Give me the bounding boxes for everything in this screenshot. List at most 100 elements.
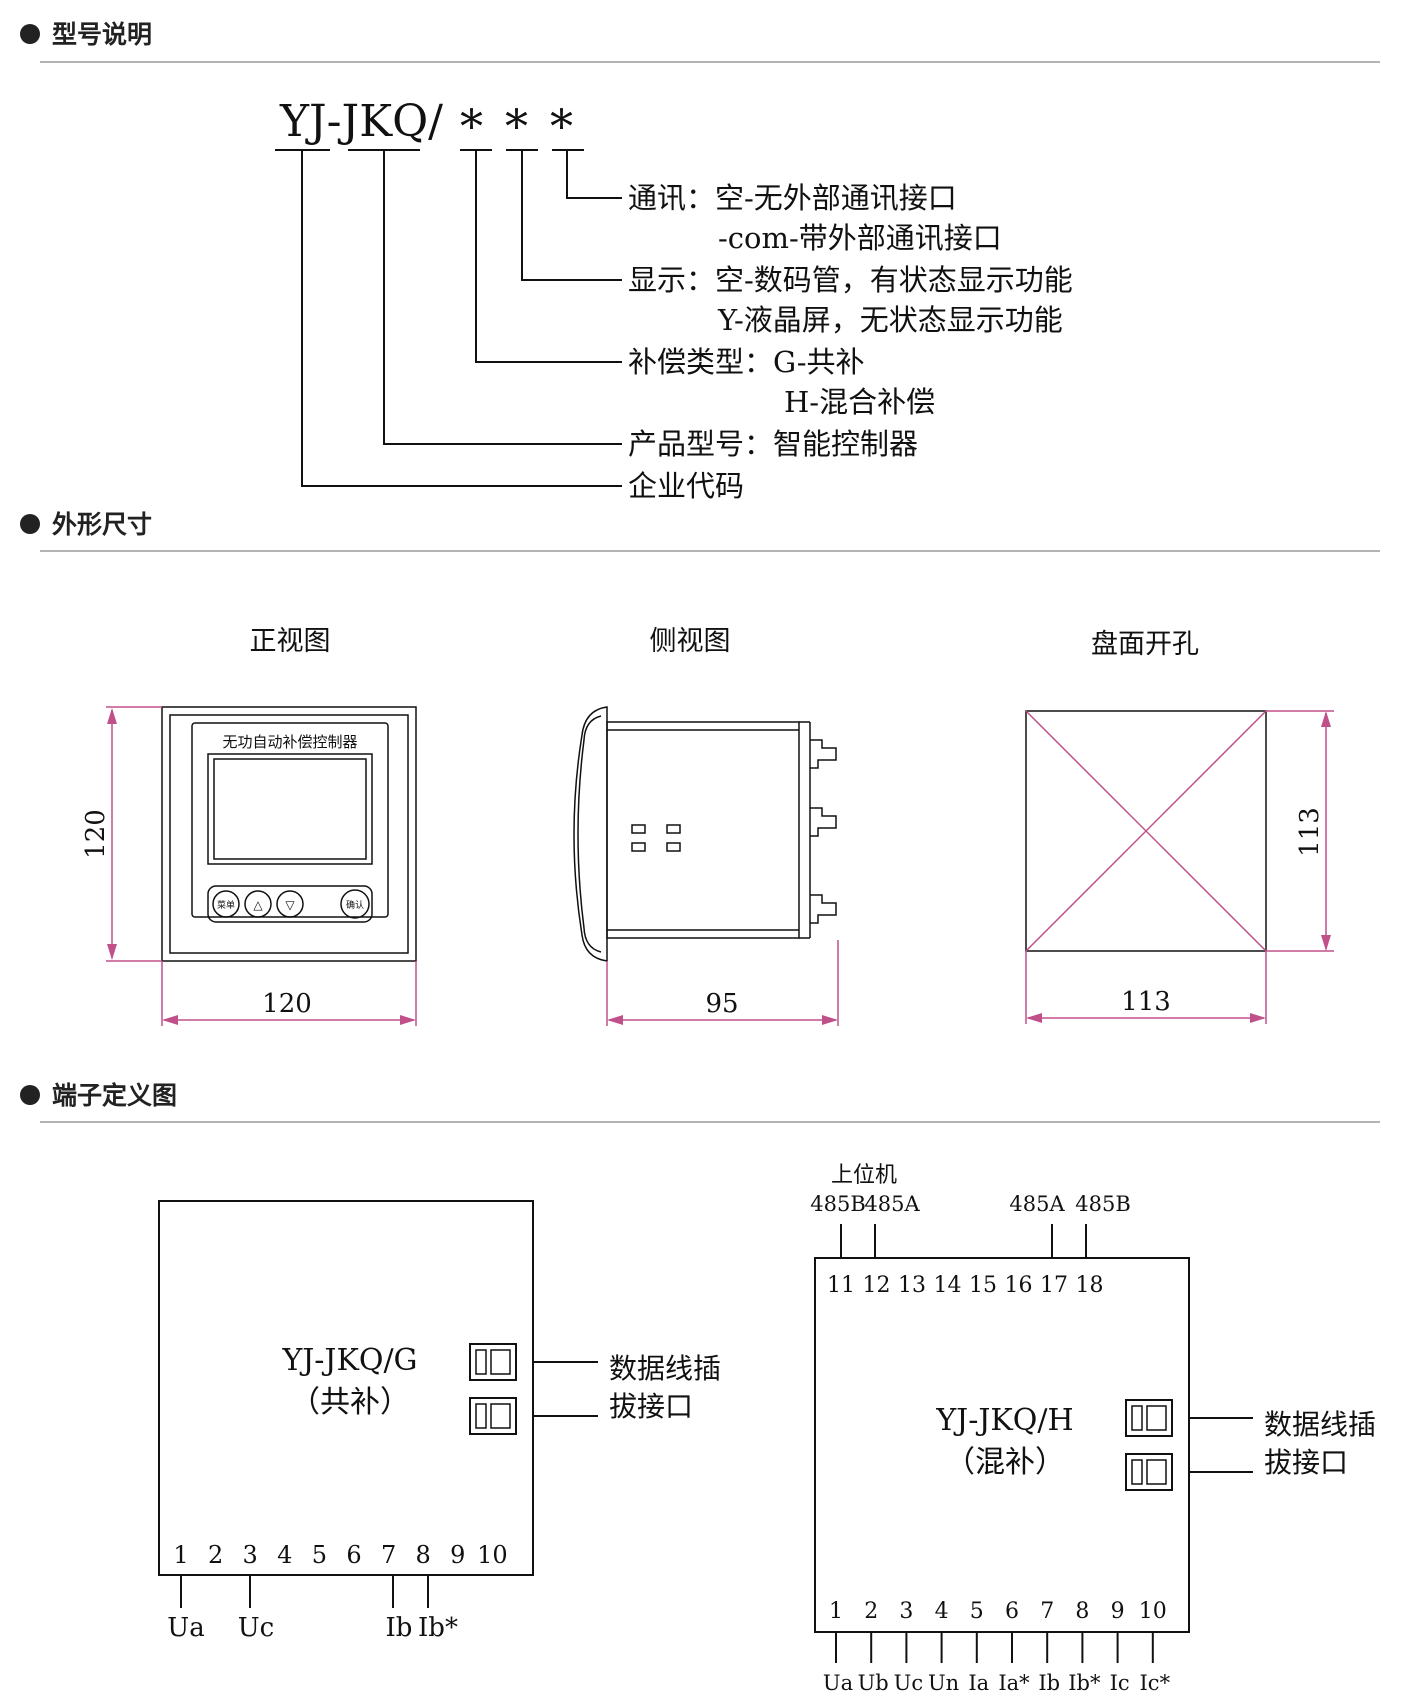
keypad-strip xyxy=(207,885,373,923)
front-view: 无功自动补偿控制器 菜单 △ ▽ 确认 120 120 xyxy=(81,706,417,1026)
dim-arrow-icon xyxy=(822,1015,838,1025)
data-port-1 xyxy=(469,1343,517,1381)
terminal-number: 5 xyxy=(312,1541,327,1569)
top-pin-label: 485A xyxy=(864,1192,920,1216)
terminal-g-port-label-1: 数据线插 xyxy=(609,1352,721,1385)
leader-compensation xyxy=(475,150,622,363)
terminal-number: 7 xyxy=(381,1541,396,1569)
pin-label: Ia* xyxy=(998,1671,1030,1695)
side-slot xyxy=(666,842,681,852)
data-port-2 xyxy=(469,1397,517,1435)
down-button[interactable] xyxy=(276,890,304,918)
terminal-number: 6 xyxy=(346,1541,361,1569)
enter-button[interactable] xyxy=(340,889,370,919)
up-arrow-icon: △ xyxy=(253,898,263,912)
cutout-square xyxy=(1025,710,1267,952)
terminal-number: 11 xyxy=(827,1273,855,1298)
section-title-terminals: 端子定义图 xyxy=(52,1081,177,1110)
terminal-h-port-label-2: 拔接口 xyxy=(1264,1446,1348,1479)
leader-product xyxy=(383,150,622,445)
terminal-box-g xyxy=(158,1200,534,1576)
data-port-2-pin xyxy=(475,1403,487,1429)
data-port-2-slot xyxy=(490,1403,511,1429)
side-clip xyxy=(810,894,837,924)
dim-arrow-icon xyxy=(107,944,117,960)
section-bullet-icon xyxy=(20,24,40,44)
terminal-number: 14 xyxy=(934,1273,962,1298)
model-star-2: * xyxy=(505,99,528,153)
pin-label: Ia xyxy=(968,1671,989,1695)
terminal-number: 1 xyxy=(829,1599,843,1624)
model-star-1: * xyxy=(460,99,483,153)
terminal-number: 2 xyxy=(208,1541,223,1569)
side-view: 95 xyxy=(573,706,839,1026)
terminal-number: 10 xyxy=(1139,1599,1167,1624)
cutout-height-label: 113 xyxy=(1295,807,1325,857)
data-port-1-pin xyxy=(475,1349,487,1375)
terminal-h-port-label-1: 数据线插 xyxy=(1264,1408,1376,1441)
terminal-number: 12 xyxy=(863,1273,891,1298)
terminal-number: 7 xyxy=(1040,1599,1054,1624)
dim-arrow-icon xyxy=(107,708,117,724)
side-slot xyxy=(631,842,646,852)
front-bezel xyxy=(169,714,409,954)
front-width-label: 120 xyxy=(262,989,312,1019)
menu-button[interactable] xyxy=(212,890,240,918)
side-slot xyxy=(666,824,681,834)
terminal-number: 17 xyxy=(1040,1273,1068,1298)
side-body xyxy=(606,721,800,939)
terminal-number: 6 xyxy=(1005,1599,1019,1624)
terminal-number: 1 xyxy=(173,1541,188,1569)
terminal-number: 9 xyxy=(450,1541,465,1569)
cutout-diagonal xyxy=(1025,710,1267,952)
terminal-number: 10 xyxy=(477,1541,508,1569)
model-code-diagram: YJ-JKQ/ * * * 通讯：空-无外部通讯接口 -com-带外部通讯接口 … xyxy=(275,96,1073,503)
terminal-number: 4 xyxy=(935,1599,949,1624)
dim-arrow-icon xyxy=(1026,1013,1042,1023)
section-title-dimensions: 外形尺寸 xyxy=(52,510,152,539)
terminal-number: 18 xyxy=(1076,1273,1104,1298)
section-bullet-icon xyxy=(20,514,40,534)
top-pin-label: 485A xyxy=(1009,1192,1065,1216)
data-port-2-pin xyxy=(1131,1459,1143,1485)
terminal-number: 16 xyxy=(1005,1273,1033,1298)
desc-product: 产品型号：智能控制器 xyxy=(628,427,918,461)
side-clip xyxy=(810,807,837,837)
front-height-label: 120 xyxy=(81,809,111,859)
data-port-2-slot xyxy=(1146,1459,1167,1485)
desc-company: 企业代码 xyxy=(628,469,744,503)
front-view-title: 正视图 xyxy=(250,626,331,657)
terminal-number: 3 xyxy=(899,1599,913,1624)
data-port-2 xyxy=(1125,1453,1173,1491)
terminal-number: 2 xyxy=(864,1599,878,1624)
pin-label: Ua xyxy=(823,1671,853,1695)
menu-button-label: 菜单 xyxy=(217,899,235,911)
dim-arrow-icon xyxy=(400,1015,416,1025)
terminal-number: 3 xyxy=(243,1541,258,1569)
pin-label: Ua xyxy=(167,1613,204,1643)
data-port-1 xyxy=(1125,1399,1173,1437)
down-arrow-icon: ▽ xyxy=(285,898,295,912)
dim-arrow-icon xyxy=(162,1015,178,1025)
up-button[interactable] xyxy=(244,890,272,918)
terminal-g-type: （共补） xyxy=(290,1385,410,1420)
lcd-outer xyxy=(207,753,373,865)
section-bullet-icon xyxy=(20,1085,40,1105)
top-pin-label: 485B xyxy=(810,1192,866,1216)
cutout-width-label: 113 xyxy=(1121,987,1171,1017)
desc-comp-2: H-混合补偿 xyxy=(784,385,935,419)
dim-arrow-icon xyxy=(1250,1013,1266,1023)
dim-arrow-icon xyxy=(607,1015,623,1025)
terminal-number: 9 xyxy=(1111,1599,1125,1624)
terminal-box-h xyxy=(814,1257,1190,1633)
enter-button-label: 确认 xyxy=(346,899,364,911)
top-pin-label: 485B xyxy=(1075,1192,1131,1216)
side-view-title: 侧视图 xyxy=(650,626,731,657)
desc-display-1: 显示：空-数码管，有状态显示功能 xyxy=(628,263,1073,297)
pin-label: Uc xyxy=(894,1671,923,1695)
